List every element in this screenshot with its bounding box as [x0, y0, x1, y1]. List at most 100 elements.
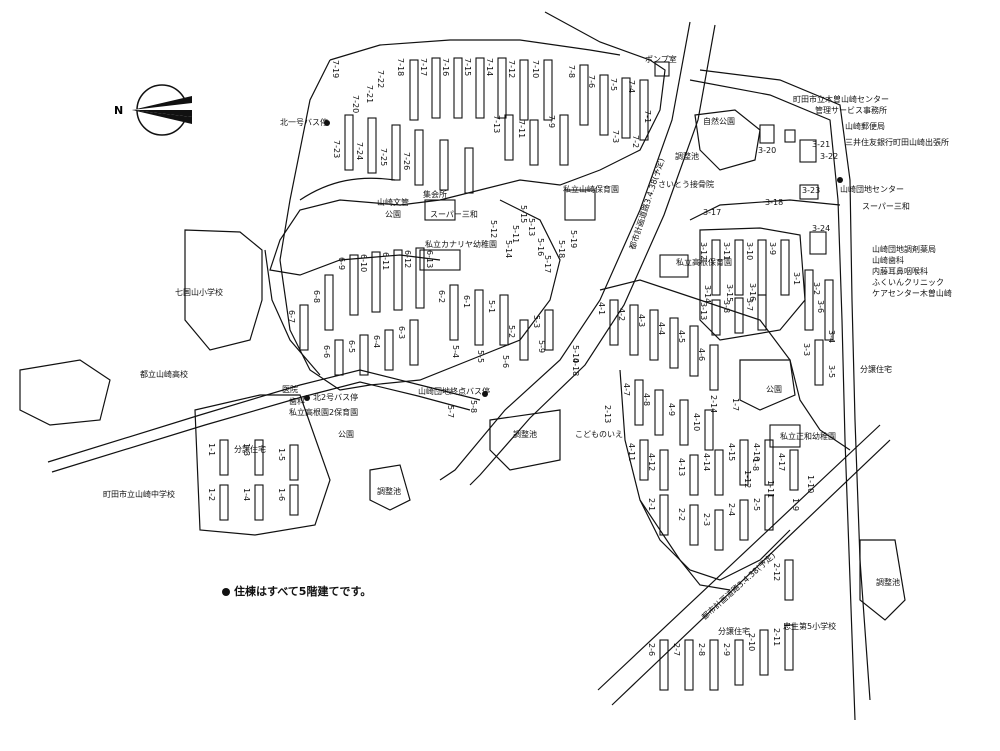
building-label: 7-4 [627, 80, 636, 94]
building-label: 7-10 [531, 60, 540, 79]
label-yamasaki-nursery: 私立山崎保育園 [563, 185, 619, 194]
building-block [629, 304, 639, 356]
building-label: 7-26 [402, 152, 411, 171]
label-kanariya-kindergarten: 私立カナリヤ幼稚園 [425, 240, 497, 249]
building-block [757, 294, 767, 331]
building-block [659, 449, 669, 491]
building-block [789, 449, 799, 491]
park-east-outline [739, 359, 796, 411]
building-block [757, 239, 767, 296]
label-meeting-hall: 集会所 [423, 190, 447, 199]
compass: N [112, 80, 202, 140]
building-label: 3-12 [699, 242, 708, 261]
building-label: 7-15 [463, 58, 472, 77]
building-block [453, 57, 463, 119]
building-block [359, 334, 369, 376]
building-label: 4-5 [677, 330, 686, 344]
label-pharmacy: 山崎団地調剤薬局 [872, 245, 936, 254]
building-blocks [219, 57, 834, 691]
label-tadao-school: 忠生第5小学校 [783, 622, 837, 631]
building-block [393, 249, 403, 311]
building-label: 6-9 [337, 257, 346, 271]
building-block [709, 344, 719, 391]
building-block [659, 639, 669, 691]
building-block [219, 439, 229, 476]
building-block [475, 57, 485, 119]
ring-road-west [299, 177, 396, 201]
label-saito-clinic: さいとう接骨院 [658, 180, 714, 189]
building-label: 3-2 [812, 282, 821, 296]
building-label: 3-24 [812, 224, 831, 233]
facility-box [419, 249, 461, 271]
building-label: 3-20 [758, 146, 777, 155]
label-bunjo-east: 分譲住宅 [860, 365, 892, 374]
building-block [814, 339, 824, 386]
label-park-east: 公園 [766, 385, 782, 394]
building-label: 5-14 [504, 240, 513, 259]
label-takane-nursery-2: 私立高根園2保育園 [289, 408, 359, 417]
label-management-office: 管理サービス事務所 [815, 106, 887, 115]
building-block [599, 74, 609, 136]
label-pond-east: 調整池 [876, 578, 900, 587]
building-label: 7-1 [643, 110, 652, 124]
label-pond-west: 調整池 [377, 487, 401, 496]
building-block [639, 439, 649, 481]
building-label: 2-5 [752, 498, 761, 512]
building-label: 5-19 [569, 230, 578, 249]
north-estate-buildings [344, 57, 649, 194]
building-block [804, 269, 814, 331]
north-arrow-icon: N [114, 84, 192, 136]
map-outlines [19, 11, 906, 721]
building-label: 2-1 [647, 498, 656, 512]
pond-east [859, 539, 906, 621]
building-block [579, 64, 589, 126]
east-road-edge [699, 69, 871, 701]
building-label: 5-17 [543, 255, 552, 274]
label-park-west: 公園 [338, 430, 354, 439]
building-block [414, 129, 424, 186]
building-label: 5-6 [501, 355, 510, 369]
center-marker [837, 177, 843, 183]
building-block [659, 494, 669, 536]
east-estate-boundary [599, 279, 851, 451]
building-label: 2-13 [603, 405, 612, 424]
label-dental-west: 歯科 [289, 397, 305, 406]
building-label: 1-6 [277, 488, 286, 502]
label-fukuin-clinic: ふくいんクリニック [872, 278, 944, 287]
bus-stop-north2-marker [304, 395, 310, 401]
building-label: 7-12 [507, 60, 516, 79]
building-label: 4-3 [637, 314, 646, 328]
building-block [289, 484, 299, 516]
facility-box [799, 184, 819, 200]
building-label: 7-21 [365, 85, 374, 104]
facility-box [784, 129, 796, 143]
label-kodomo-no-ie: こどものいえ [575, 430, 623, 439]
building-label: 3-6 [816, 300, 825, 314]
building-block [289, 444, 299, 481]
building-label: 3-21 [812, 140, 831, 149]
building-label: 7-23 [332, 140, 341, 159]
building-block [689, 325, 699, 377]
building-label: 6-1 [462, 295, 471, 309]
building-label: 5-1 [487, 300, 496, 314]
label-bus-north2: 北2号バス停 [313, 393, 359, 402]
building-label: 1-12 [743, 470, 752, 489]
building-label: 4-13 [677, 458, 686, 477]
label-post-office: 山崎郵便局 [845, 122, 885, 131]
building-block [464, 147, 474, 194]
label-bus-terminal: 山崎団地終点バス停 [418, 387, 490, 396]
building-label: 6-13 [425, 250, 434, 269]
facility-box [654, 61, 670, 77]
building-label: 5-7 [446, 405, 455, 419]
north-estate-boundary [269, 11, 666, 276]
building-label: 1-1 [207, 443, 216, 457]
building-label: 4-17 [777, 453, 786, 472]
east-estate-boundary-2 [619, 369, 791, 581]
west-road-south-edge [51, 381, 471, 473]
west-block-boundary [194, 394, 331, 536]
legend-text: 住棟はすべて5階建てです。 [234, 585, 372, 598]
building-label: 2-4 [727, 503, 736, 517]
legend: 住棟はすべて5階建てです。 [222, 583, 371, 599]
building-label: 7-16 [441, 58, 450, 77]
building-label: 5-2 [507, 325, 516, 339]
